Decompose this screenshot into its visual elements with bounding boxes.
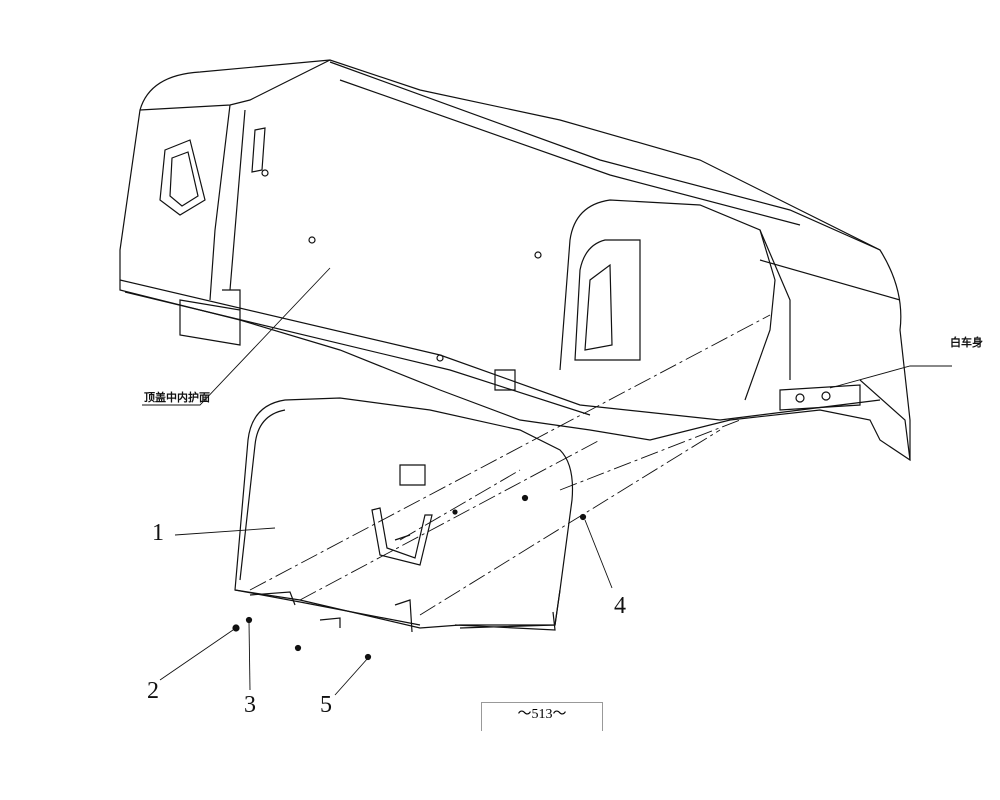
label-roof-inner-panel: 顶盖中内护面 bbox=[144, 391, 210, 404]
callout-3: 3 bbox=[244, 692, 256, 718]
callout-1: 1 bbox=[152, 520, 164, 546]
roof-inner-trim-panel bbox=[234, 397, 574, 633]
callout-5: 5 bbox=[320, 692, 332, 718]
exploded-assembly-centerlines bbox=[249, 314, 771, 616]
fasteners bbox=[232, 494, 587, 661]
callout-4: 4 bbox=[614, 593, 626, 619]
callout-2: 2 bbox=[147, 678, 159, 704]
page-number: ～513～ bbox=[481, 702, 603, 731]
vehicle-body-shell bbox=[119, 59, 911, 462]
leader-lines bbox=[142, 267, 952, 696]
label-body-in-white: 白车身 bbox=[950, 336, 983, 349]
